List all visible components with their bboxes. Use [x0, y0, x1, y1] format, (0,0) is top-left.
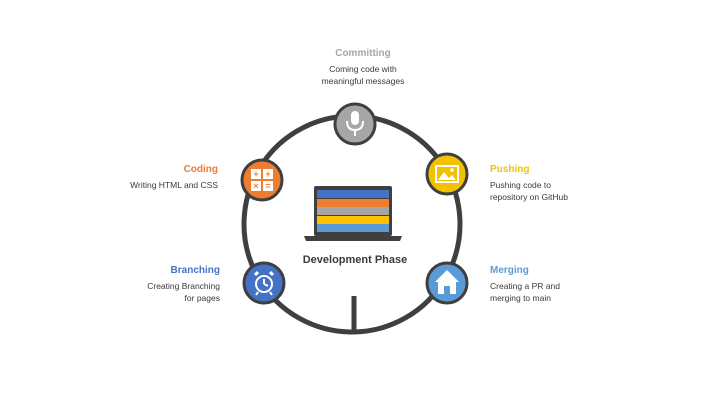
branching-desc-line1: Creating Branching: [147, 281, 220, 291]
coding-label: Coding Writing HTML and CSS: [98, 163, 218, 191]
alarm-clock-icon: [253, 270, 275, 296]
svg-text:=: =: [265, 181, 270, 191]
laptop-stripe: [317, 224, 389, 232]
svg-text:×: ×: [253, 181, 258, 191]
calculator-icon: + + × =: [251, 169, 273, 191]
image-icon: [435, 165, 459, 183]
pushing-desc-line1: Pushing code to: [490, 180, 551, 190]
merging-desc-line2: merging to main: [490, 293, 551, 303]
pushing-desc-line2: repository on GitHub: [490, 192, 568, 202]
laptop-stripe: [317, 216, 389, 224]
svg-text:+: +: [265, 169, 270, 179]
laptop-illustration: [304, 186, 402, 241]
pushing-title: Pushing: [490, 164, 530, 175]
center-title: Development Phase: [302, 254, 408, 266]
merging-label: Merging Creating a PR and merging to mai…: [490, 264, 620, 304]
committing-label: Committing Coming code with meaningful m…: [300, 47, 426, 87]
committing-desc-line1: Coming code with: [329, 64, 397, 74]
pushing-node: [425, 152, 469, 196]
committing-node: [333, 102, 377, 146]
committing-title: Committing: [335, 48, 391, 59]
coding-desc-line1: Writing HTML and CSS: [130, 180, 218, 190]
microphone-icon: [346, 111, 364, 136]
laptop-stripe: [317, 190, 389, 198]
coding-title: Coding: [183, 164, 218, 175]
committing-desc-line2: meaningful messages: [321, 76, 405, 86]
svg-text:+: +: [253, 169, 258, 179]
home-icon: [435, 270, 459, 294]
branching-desc-line2: for pages: [184, 293, 220, 303]
branching-label: Branching Creating Branching for pages: [100, 264, 220, 304]
branching-node: [242, 261, 286, 305]
merging-node: [425, 261, 469, 305]
laptop-stripe: [317, 207, 389, 215]
coding-node: + + × =: [240, 158, 284, 202]
merging-title: Merging: [490, 265, 529, 276]
merging-desc-line1: Creating a PR and: [490, 281, 560, 291]
pushing-label: Pushing Pushing code to repository on Gi…: [490, 163, 620, 203]
laptop-stripe: [317, 199, 389, 207]
branching-title: Branching: [170, 265, 220, 276]
